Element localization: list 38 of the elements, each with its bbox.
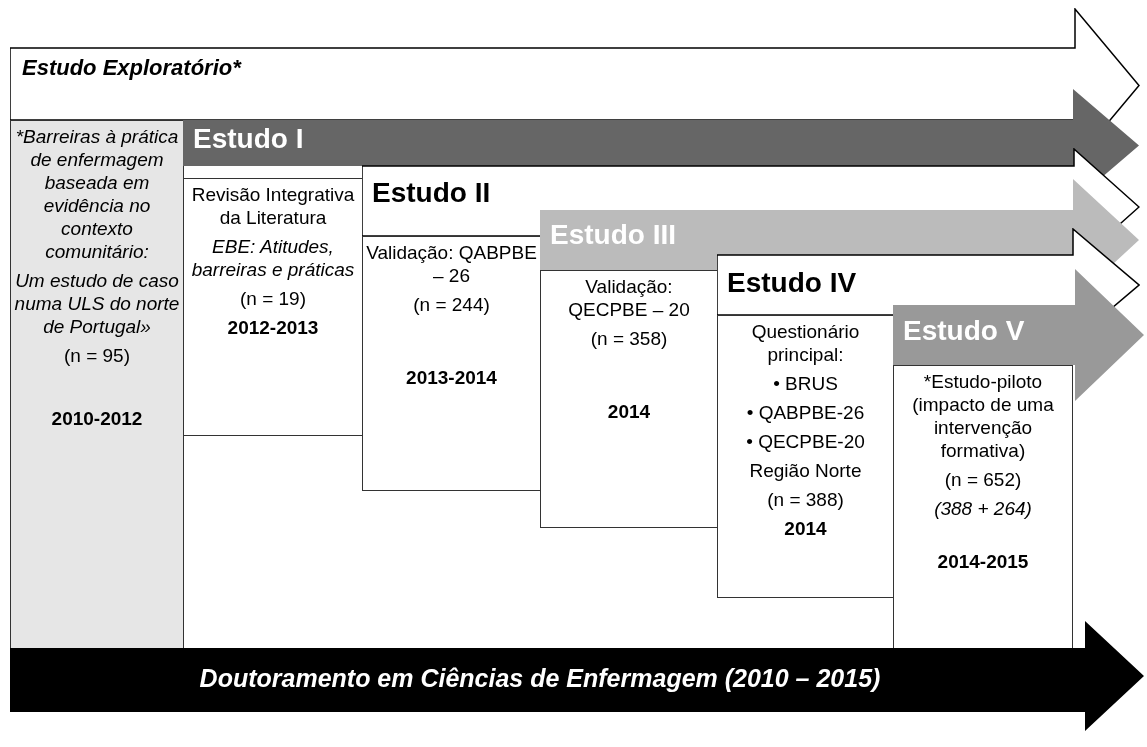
band-title: Estudo II xyxy=(372,178,492,208)
study-box xyxy=(540,270,718,528)
box-text: • QECPBE-20 xyxy=(745,430,866,453)
band-title: Estudo IV xyxy=(727,268,858,298)
box-text: • QABPBE-26 xyxy=(745,401,866,424)
band-title: Estudo III xyxy=(550,220,677,250)
study-box xyxy=(10,120,184,649)
box-text: *Estudo-piloto (impacto de uma intervenção formativa) xyxy=(911,370,1055,462)
box-text: (n = 244) xyxy=(412,293,491,316)
year-text: 2014 xyxy=(606,400,652,423)
box-text: Revisão Integrativa da Literatura xyxy=(190,183,356,229)
box-text: (388 + 264) xyxy=(933,497,1033,520)
box-text: (n = 388) xyxy=(766,488,845,511)
box-text: *Barreiras à prática de enfermagem baseada em evidência no contexto comunitário: xyxy=(14,125,180,263)
year-text: 2014-2015 xyxy=(936,550,1030,573)
study-box xyxy=(362,236,541,491)
study-box xyxy=(717,315,894,598)
year-text: 2012-2013 xyxy=(226,316,320,339)
box-text: Questionário principal: xyxy=(750,320,861,366)
band-title: Estudo Exploratório* xyxy=(22,56,243,80)
box-text: (n = 95) xyxy=(63,344,131,367)
study-box xyxy=(183,178,363,436)
band-title: Doutoramento em Ciências de Enfermagem (2010 – 2015) xyxy=(198,665,882,692)
year-text: 2013-2014 xyxy=(405,366,498,389)
year-text: 2014 xyxy=(783,517,828,540)
box-text: EBE: Atitudes, barreiras e práticas xyxy=(190,235,356,281)
study-box xyxy=(893,365,1073,649)
box-text: (n = 652) xyxy=(943,468,1023,491)
box-text: Região Norte xyxy=(748,459,863,482)
box-text: • BRUS xyxy=(772,372,839,395)
box-text: Um estudo de caso numa ULS do norte de Portugal» xyxy=(14,269,180,338)
band-title: Estudo V xyxy=(903,316,1026,346)
year-text: 2010-2012 xyxy=(50,407,144,430)
box-text: (n = 358) xyxy=(589,327,669,350)
band-title: Estudo I xyxy=(193,124,305,154)
box-text: (n = 19) xyxy=(239,287,307,310)
box-text: Validação: QABPBE – 26 xyxy=(366,241,537,287)
box-text: Validação: QECPBE – 20 xyxy=(567,275,691,321)
